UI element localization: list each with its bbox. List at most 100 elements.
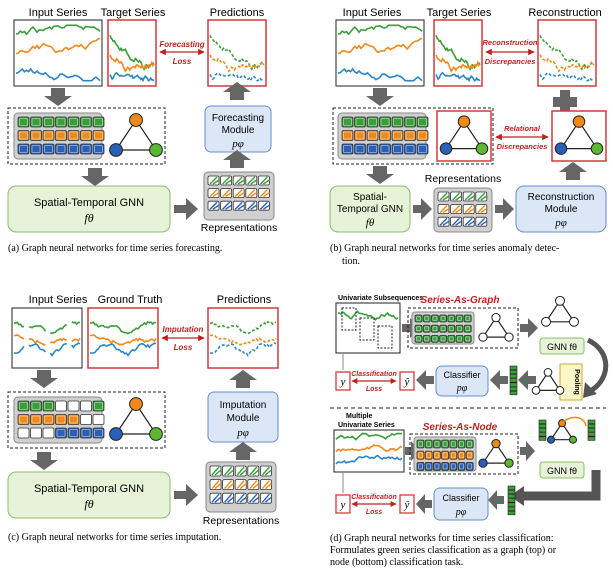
panel-d-arrow-left-icon xyxy=(518,370,536,390)
feature-cell xyxy=(92,427,105,439)
feature-cell xyxy=(80,414,92,425)
panel-c-predictions-label: Predictions xyxy=(217,294,272,306)
series-line xyxy=(15,24,101,36)
panel-c-input-series-label: Input Series xyxy=(29,294,88,306)
feature-cell xyxy=(391,116,404,128)
cell-inner xyxy=(31,118,41,126)
hatch-mark xyxy=(464,205,475,214)
cell-inner xyxy=(459,441,464,447)
embedding-cell xyxy=(538,419,547,424)
panel-a-module-symbol: pφ xyxy=(231,138,244,150)
panel-c-loss-label-bottom: Loss xyxy=(174,343,193,352)
hatch-mark xyxy=(209,189,220,198)
embedding-cell xyxy=(587,419,596,424)
panel-a-graph-triangle xyxy=(109,113,163,157)
cell-inner xyxy=(467,441,473,447)
feature-cell xyxy=(455,324,464,333)
panel-d-univariate-subsequences: Univariate Subsequences xyxy=(338,295,423,302)
panel-c-graph-triangle xyxy=(109,397,163,441)
feature-cell xyxy=(379,116,391,128)
panel-d-green-series-top xyxy=(337,310,399,322)
cell-inner xyxy=(94,118,103,126)
embedding-cell xyxy=(587,423,596,429)
panel-a-target-series xyxy=(109,35,155,83)
feature-cell xyxy=(341,130,354,141)
feature-cell xyxy=(80,427,92,439)
cell-inner xyxy=(56,131,66,140)
feature-cell xyxy=(430,314,439,323)
cell-inner xyxy=(405,131,415,140)
cell-inner xyxy=(467,463,473,470)
panel-d-multiple-line1: Multiple xyxy=(346,413,373,420)
cell-inner xyxy=(418,145,427,153)
feature-cell xyxy=(67,130,80,141)
panel-b-target-series xyxy=(435,35,481,83)
hatch-mark xyxy=(439,217,450,226)
embedding-cell xyxy=(509,386,518,391)
panel-b-gnn-box xyxy=(329,185,411,233)
graph-edges xyxy=(114,402,158,435)
graph-edges xyxy=(481,442,511,464)
graph-edges xyxy=(114,118,158,151)
panel-b-gnn-line1: Spatial- xyxy=(353,192,387,203)
series-line xyxy=(109,35,155,72)
cell-inner xyxy=(19,118,28,126)
graph-edges xyxy=(559,120,599,150)
panel-d-window-1 xyxy=(341,307,357,331)
panel-d-arrow-left-2-icon xyxy=(490,370,508,390)
graph-node xyxy=(555,386,565,395)
cell-inner xyxy=(94,402,103,410)
panel-d-caption-line1: (d) Graph neural networks for time serie… xyxy=(330,533,554,544)
panel-a-gnn-label: Spatial-Temporal GNN xyxy=(34,197,144,209)
panel-d-elbow-arrow-head-icon xyxy=(510,486,524,506)
panel-a-arrow-up-icon xyxy=(223,82,251,100)
series-line xyxy=(335,432,403,441)
feature-cell xyxy=(17,130,30,141)
series-line xyxy=(539,34,595,71)
cell-inner xyxy=(424,316,430,321)
cell-inner xyxy=(69,429,78,437)
cell-inner xyxy=(424,326,430,332)
series-line xyxy=(539,71,595,82)
panel-d-pooling-box xyxy=(559,363,583,401)
feature-cell xyxy=(55,414,67,425)
cell-inner xyxy=(450,452,456,459)
feature-cell xyxy=(42,116,55,128)
series-line xyxy=(209,334,277,346)
cell-inner xyxy=(355,118,365,126)
graph-node xyxy=(569,316,579,327)
feature-cell xyxy=(379,143,391,155)
cell-inner xyxy=(81,118,91,126)
hatch-mark xyxy=(234,189,245,198)
graph-node xyxy=(546,435,556,444)
series-line xyxy=(13,342,81,357)
panel-d-top-triangle xyxy=(478,312,514,342)
hatch-mark xyxy=(234,176,245,185)
series-line xyxy=(109,54,155,73)
cell-inner xyxy=(442,441,448,447)
embedding-cell xyxy=(509,378,518,383)
feature-cell xyxy=(55,116,67,128)
cell-inner xyxy=(380,118,390,126)
feature-cell xyxy=(414,324,423,333)
feature-cell xyxy=(30,427,42,439)
series-line xyxy=(90,320,156,335)
series-line xyxy=(435,35,481,72)
cell-inner xyxy=(44,145,53,153)
panel-d-series-as-node: Series-As-Node xyxy=(423,422,498,433)
panel-b-caption-line2: tion. xyxy=(342,256,360,267)
embedding-cell xyxy=(509,390,518,396)
feature-cell xyxy=(447,334,456,343)
graph-node xyxy=(504,332,514,342)
panel-c-loss-label-top: Imputation xyxy=(163,325,204,334)
panel-b-reconstruction-label: Reconstruction xyxy=(528,7,601,19)
panel-d-series-as-graph: Series-As-Graph xyxy=(421,295,500,306)
feature-cell xyxy=(92,116,105,128)
hatch-mark xyxy=(249,493,260,503)
cell-inner xyxy=(81,131,91,140)
cell-inner xyxy=(405,145,415,153)
feature-cell xyxy=(67,143,80,155)
panel-b-recon-disc-top: Reconstruction xyxy=(482,38,537,47)
feature-cell xyxy=(414,334,423,343)
feature-cell xyxy=(42,400,55,412)
